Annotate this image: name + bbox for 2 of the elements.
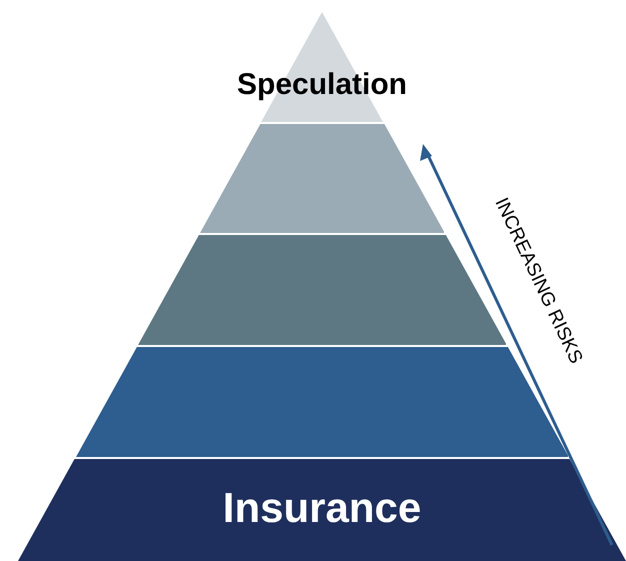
tier-label: Insurance bbox=[222, 484, 422, 532]
tier-label: Speculation bbox=[236, 68, 408, 102]
